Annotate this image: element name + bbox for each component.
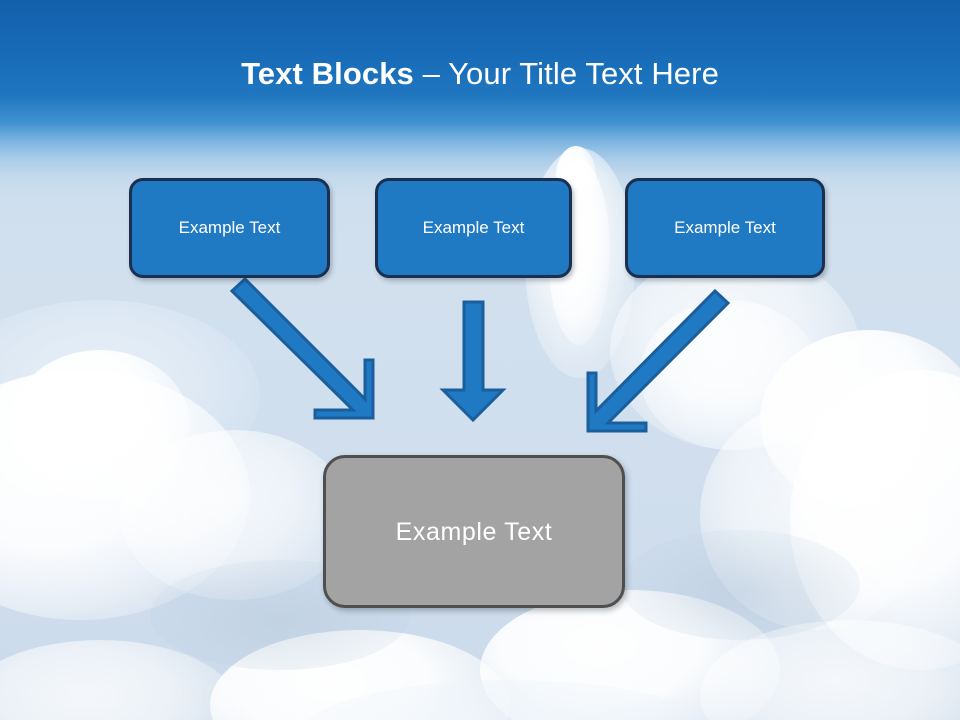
text-block-1[interactable]: Example Text [129,178,330,278]
text-block-result[interactable]: Example Text [323,455,625,608]
arrow-left-down-right [229,276,375,420]
slide-title: Text Blocks – Your Title Text Here [0,54,960,94]
arrow-right-down-left [586,288,731,433]
text-block-2-label: Example Text [422,218,525,237]
text-block-1-label: Example Text [178,218,281,237]
text-block-result-label: Example Text [395,517,553,546]
text-block-3[interactable]: Example Text [625,178,825,278]
arrow-middle-down [439,300,507,423]
cloud-right-tower-b [700,400,930,630]
text-block-3-label: Example Text [674,218,776,237]
cloud-shadow-b [620,530,860,640]
text-block-2[interactable]: Example Text [375,178,572,278]
title-light-part: Your Title Text Here [448,56,719,91]
title-bold-part: Text Blocks [241,56,414,91]
title-separator: – [413,56,449,91]
cloud-left-tail [120,430,350,600]
